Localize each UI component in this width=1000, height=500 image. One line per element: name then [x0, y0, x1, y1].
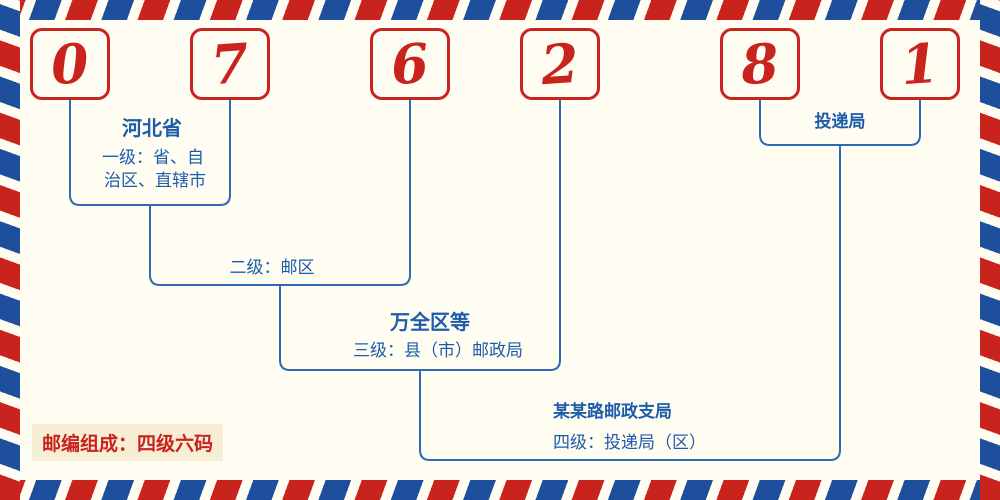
level4-connector-line	[419, 144, 841, 461]
level1-desc-line1: 一级：省、自	[102, 148, 204, 168]
digit-box-1: 0	[30, 28, 110, 100]
digit-5: 8	[739, 30, 781, 98]
level4-desc-label: 四级：投递局（区）	[553, 433, 706, 453]
airmail-border-right	[980, 0, 1000, 500]
level1-region-label: 河北省	[122, 116, 182, 140]
digit-3: 6	[389, 30, 431, 98]
postal-code-note: 邮编组成：四级六码	[32, 424, 224, 461]
digit-box-4: 2	[520, 28, 600, 100]
digit-box-2: 7	[190, 28, 270, 100]
level2-desc-label: 二级：邮区	[229, 258, 315, 278]
digit-box-3: 6	[370, 28, 450, 100]
airmail-border-top	[0, 0, 1000, 20]
digit-4: 2	[539, 30, 581, 98]
level4-region-label: 某某路邮政支局	[553, 402, 672, 422]
level1-desc-line2: 治区、直辖市	[104, 171, 206, 191]
delivery-office-label: 投递局	[814, 112, 866, 132]
level3-region-label: 万全区等	[390, 310, 470, 334]
level3-desc-label: 三级：县（市）邮政局	[353, 341, 523, 361]
digit-box-5: 8	[720, 28, 800, 100]
airmail-border-left	[0, 0, 20, 500]
airmail-border-bottom	[0, 480, 1000, 500]
digit-2: 7	[209, 30, 251, 98]
digit-box-6: 1	[880, 28, 960, 100]
digit-6: 1	[899, 30, 941, 98]
digit-1: 0	[49, 30, 91, 98]
